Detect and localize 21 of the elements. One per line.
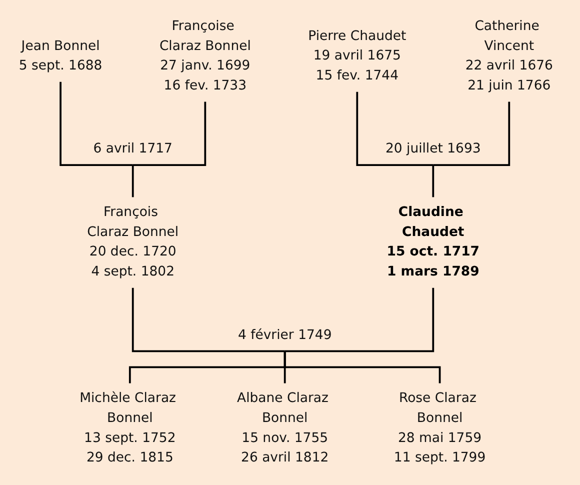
node-text: Françoise Claraz Bonnel 27 janv. 1699 16 fev. 1733 [159,18,251,94]
connector [132,288,285,352]
node-text: Catherine Vincent 22 avril 1676 21 juin 1766 [465,18,553,94]
connector [432,165,434,198]
node-text: Albane Claraz Bonnel 15 nov. 1755 26 avril 1812 [237,390,329,466]
connector [132,165,134,198]
node-text: 4 février 1749 [238,328,332,343]
node-text: 6 avril 1717 [93,141,172,157]
connector [433,102,510,166]
node-text: Michèle Claraz Bonnel 13 sept. 1752 29 dec. 1815 [80,390,176,466]
connector [284,351,441,384]
node-text: 20 juillet 1693 [385,141,481,157]
connector [284,288,434,352]
node-text: Jean Bonnel 5 sept. 1688 [18,38,102,74]
connector [356,92,434,166]
node-text: Rose Claraz Bonnel 28 mai 1759 11 sept. 1799 [394,390,486,466]
node-text: François Claraz Bonnel 20 dec. 1720 4 sept. 1802 [87,204,179,280]
node-text: Pierre Chaudet 19 avril 1675 15 fev. 1744 [308,28,406,84]
connector [132,102,206,166]
connector [60,82,133,166]
node-text: Claudine Chaudet 15 oct. 1717 1 mars 1789 [386,204,480,280]
